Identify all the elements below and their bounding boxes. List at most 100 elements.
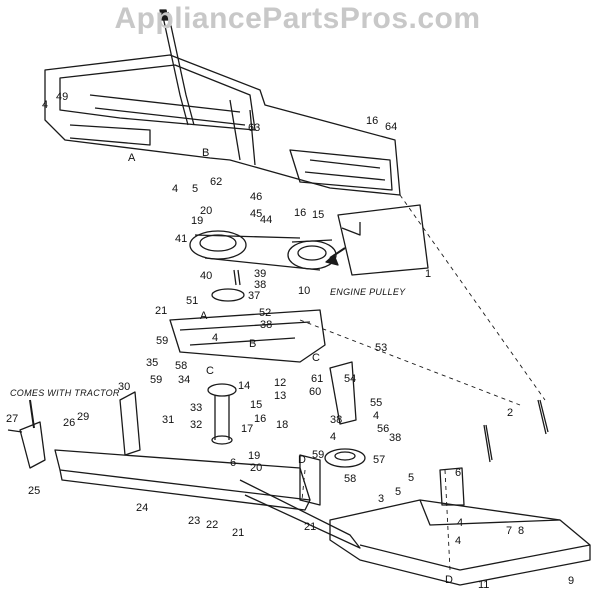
comes-with-tractor-annotation: COMES WITH TRACTOR: [10, 388, 120, 398]
callout-label: 4: [373, 410, 380, 422]
rear-frame: [329, 499, 591, 586]
callout-label: 8: [518, 525, 525, 537]
callout-label: 64: [385, 121, 398, 133]
callout-label: 22: [206, 519, 219, 531]
upper-frame: [44, 54, 401, 196]
callout-label: 49: [56, 91, 69, 103]
callout-label: 29: [77, 411, 90, 423]
callout-label: 38: [389, 432, 402, 444]
callout-label: 60: [309, 386, 322, 398]
callout-label: 4: [42, 99, 49, 111]
callout-label: 56: [377, 423, 390, 435]
callout-label: 14: [238, 380, 251, 392]
callout-label: 1: [425, 268, 432, 280]
callout-label: 51: [186, 295, 199, 307]
callout-label: D: [445, 574, 453, 586]
lower-frame: [54, 449, 311, 501]
callout-label: 32: [190, 419, 203, 431]
callout-label: 39: [254, 268, 267, 280]
callout-label: 30: [118, 381, 131, 393]
idler-pulley: [324, 448, 366, 468]
callout-label: 21: [304, 521, 317, 533]
callout-label: 33: [190, 402, 203, 414]
idler-bracket: [169, 309, 326, 363]
callout-label: D: [298, 454, 306, 466]
callout-label: 18: [276, 419, 289, 431]
callout-label: 20: [200, 205, 213, 217]
callout-label: B: [202, 147, 210, 159]
callout-label: 31: [162, 414, 175, 426]
callout-label: 15: [250, 399, 263, 411]
callout-label: 5: [192, 183, 199, 195]
callout-label: 5: [395, 486, 402, 498]
callout-label: 10: [298, 285, 311, 297]
callout-label: 58: [344, 473, 357, 485]
callout-label: 41: [175, 233, 188, 245]
engine-pulley-annotation: ENGINE PULLEY: [330, 287, 406, 297]
callout-label: 16: [254, 413, 267, 425]
callout-label: 52: [259, 307, 272, 319]
callout-label: A: [128, 152, 136, 164]
callout-label: 15: [312, 209, 325, 221]
rod-right: [537, 399, 549, 435]
callout-label: C: [312, 352, 320, 364]
callout-label: 16: [294, 207, 307, 219]
callout-label: C: [206, 365, 214, 377]
callout-label: 4: [172, 183, 179, 195]
watermark: AppliancePartsPros.com: [114, 2, 481, 35]
callout-label: 17: [241, 423, 254, 435]
callout-label: 38: [330, 414, 343, 426]
callout-label: 19: [248, 450, 261, 462]
callout-label: 7: [506, 525, 513, 537]
callout-label: 55: [370, 397, 383, 409]
callout-label: 21: [155, 305, 168, 317]
callout-label: 6: [455, 467, 462, 479]
callout-label: 25: [28, 485, 41, 497]
callout-label: 3: [378, 493, 385, 505]
callout-label: 4: [455, 535, 462, 547]
shift-lever: [161, 11, 195, 126]
drive-belt: [194, 234, 333, 271]
callout-label: 54: [344, 373, 357, 385]
callout-label: 46: [250, 191, 263, 203]
callout-label: 4: [212, 332, 219, 344]
callout-label: 23: [188, 515, 201, 527]
callout-label: 40: [200, 270, 213, 282]
plate-panel: [337, 204, 429, 276]
callout-label: A: [200, 310, 208, 322]
callout-label: 53: [375, 342, 388, 354]
callout-label: 27: [6, 413, 19, 425]
callout-label: 4: [330, 431, 337, 443]
callout-label: 62: [210, 176, 223, 188]
callout-label: 59: [150, 374, 163, 386]
callout-label: 24: [136, 502, 149, 514]
callout-label: 63: [248, 122, 261, 134]
callout-label: 20: [250, 462, 263, 474]
callout-label: 9: [568, 575, 575, 587]
callout-label: 58: [175, 360, 188, 372]
callout-label: 59: [156, 335, 169, 347]
callout-label: 26: [63, 417, 76, 429]
callout-label: 57: [373, 454, 386, 466]
callout-label: 61: [311, 373, 324, 385]
callout-label: 6: [230, 457, 237, 469]
callout-label: 16: [366, 115, 379, 127]
callout-label: 38: [260, 319, 273, 331]
callout-label: 5: [408, 472, 415, 484]
callout-label: 19: [191, 215, 204, 227]
callout-label: 11: [478, 579, 490, 591]
callout-label: 4: [457, 517, 464, 529]
callout-label: 21: [232, 527, 245, 539]
callout-label: 38: [254, 279, 267, 291]
callout-label: 34: [178, 374, 191, 386]
engine-pulley: [287, 240, 337, 270]
callout-label: 44: [260, 214, 273, 226]
callout-label: 35: [146, 357, 159, 369]
callout-label: 13: [274, 390, 287, 402]
callout-label: 12: [274, 377, 287, 389]
rod-left: [483, 424, 493, 463]
callout-label: 45: [250, 208, 263, 220]
callout-label: 2: [507, 407, 514, 419]
